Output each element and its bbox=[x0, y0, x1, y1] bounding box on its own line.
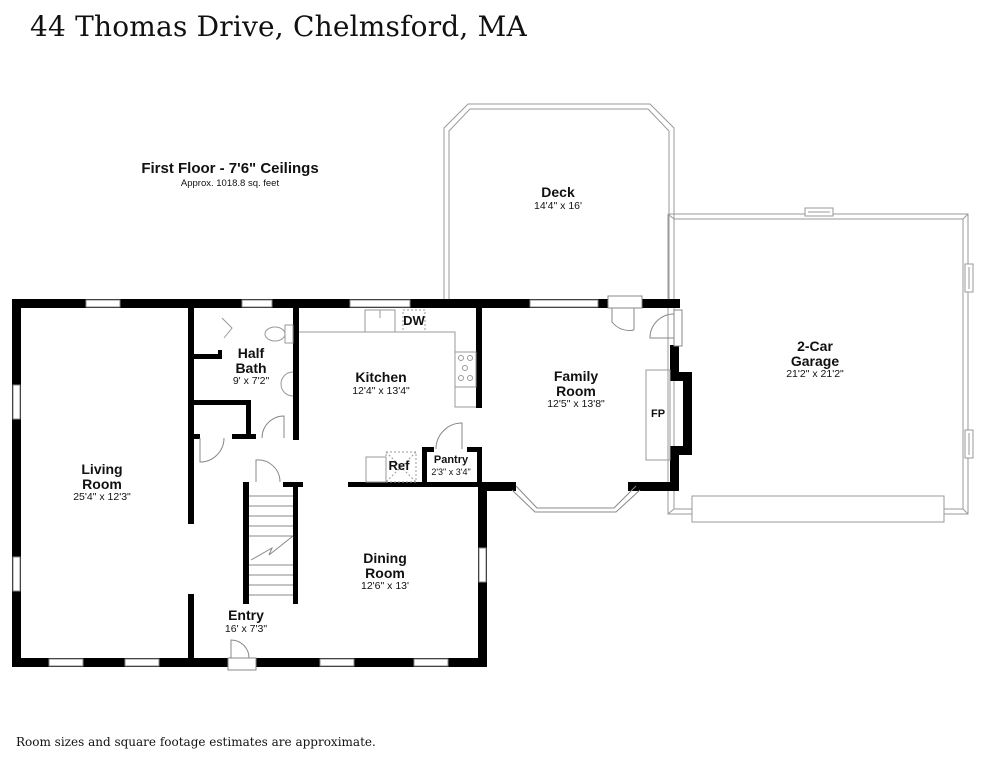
room-entry-dims: 16' x 7'3" bbox=[224, 622, 268, 635]
windows bbox=[12, 299, 599, 667]
garage-outline bbox=[667, 207, 974, 523]
room-kitchen-dims: 12'4" x 13'4" bbox=[352, 384, 410, 397]
room-half-bath: Half Bath 9' x 7'2" bbox=[232, 345, 270, 388]
room-living: Living Room 25'4" x 12'3" bbox=[73, 461, 131, 504]
fireplace bbox=[645, 369, 671, 461]
room-kitchen: Kitchen 12'4" x 13'4" bbox=[352, 369, 410, 397]
room-pantry-dims: 2'3" x 3'4" bbox=[431, 466, 471, 477]
bay-window bbox=[511, 485, 641, 513]
room-family: Family Room 12'5" x 13'8" bbox=[547, 368, 605, 411]
refrigerator-label: Ref bbox=[388, 458, 410, 473]
room-deck-dims: 14'4" x 16' bbox=[533, 199, 583, 212]
disclaimer: Room sizes and square footage estimates … bbox=[16, 735, 376, 749]
interior-walls bbox=[188, 308, 482, 658]
room-living-dims: 25'4" x 12'3" bbox=[73, 491, 131, 504]
room-garage-dims: 21'2" x 21'2" bbox=[786, 368, 844, 381]
room-deck: Deck 14'4" x 16' bbox=[533, 184, 583, 212]
room-pantry: Pantry 2'3" x 3'4" bbox=[431, 454, 471, 477]
bath-fixtures bbox=[221, 317, 294, 397]
doors bbox=[199, 295, 683, 671]
dishwasher-label: DW bbox=[403, 313, 425, 328]
room-entry: Entry 16' x 7'3" bbox=[224, 607, 268, 635]
room-dining-dims: 12'6" x 13' bbox=[360, 580, 410, 593]
floor-title: First Floor - 7'6" Ceilings bbox=[141, 160, 319, 177]
kitchen-counters bbox=[299, 309, 477, 483]
room-dining: Dining Room 12'6" x 13' bbox=[360, 550, 410, 593]
floor-area: Approx. 1018.8 sq. feet bbox=[180, 178, 280, 189]
room-garage: 2-Car Garage 21'2" x 21'2" bbox=[786, 338, 844, 381]
room-family-dims: 12'5" x 13'8" bbox=[547, 398, 605, 411]
floor-heading: First Floor - 7'6" Ceilings Approx. 1018… bbox=[100, 160, 360, 189]
room-half-bath-dims: 9' x 7'2" bbox=[232, 375, 270, 388]
property-address-title: 44 Thomas Drive, Chelmsford, MA bbox=[30, 10, 527, 43]
fireplace-label: FP bbox=[650, 408, 666, 420]
deck-outline bbox=[443, 103, 675, 301]
stairs bbox=[249, 495, 294, 596]
